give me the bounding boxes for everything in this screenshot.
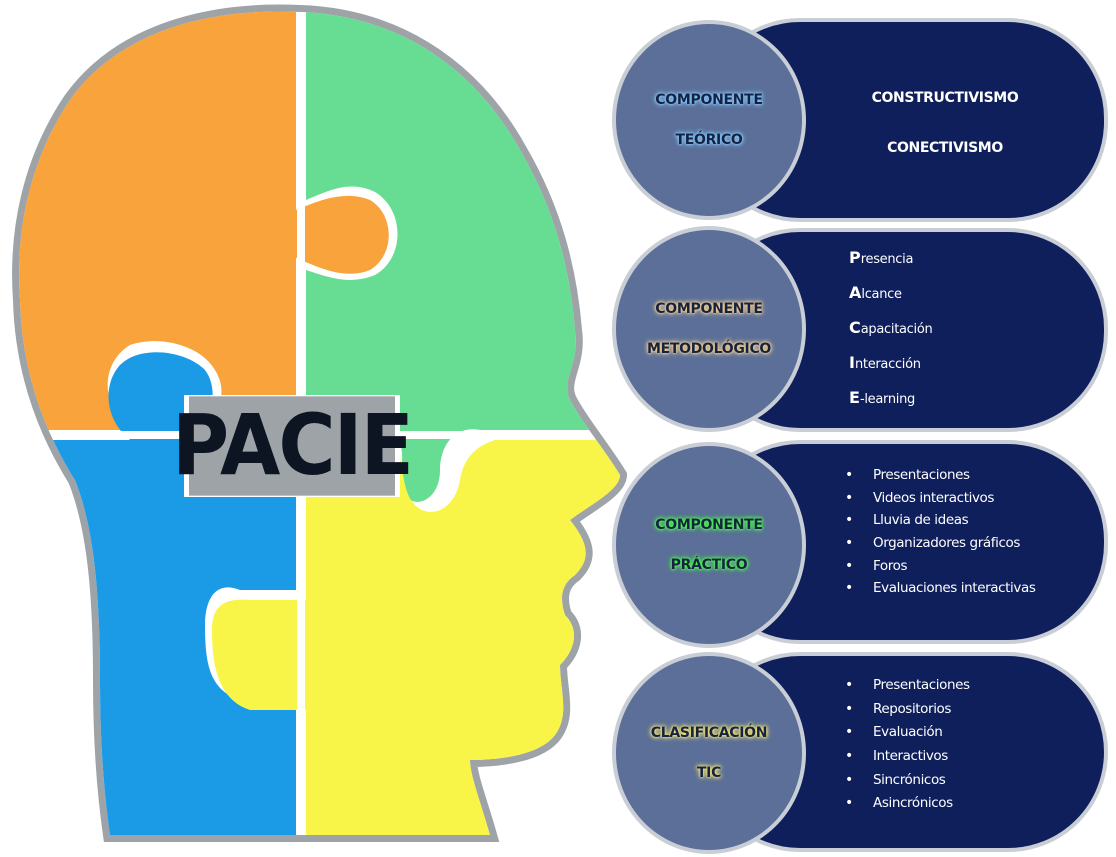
list-item: •Repositorios	[845, 700, 952, 717]
bullet-icon: •	[845, 535, 853, 552]
clasificacion-title-line1: CLASIFICACIÓN	[650, 725, 768, 741]
bullet-icon: •	[845, 467, 853, 484]
bullet-icon: •	[845, 795, 853, 812]
bullet-icon: •	[845, 747, 853, 764]
bullet-icon: •	[845, 771, 853, 788]
teorico-item: CONSTRUCTIVISMO	[871, 90, 1019, 106]
clasificacion-title-line2: TIC	[696, 765, 722, 781]
list-item: •Videos interactivos	[845, 489, 995, 506]
practico-circle: COMPONENTE PRÁCTICO	[612, 442, 806, 648]
practico-items: •Presentaciones •Videos interactivos •Ll…	[845, 464, 1036, 600]
list-item: •Organizadores gráficos	[845, 535, 1020, 552]
puzzle-piece-orange	[19, 11, 389, 430]
teorico-title-line2: TEÓRICO	[675, 132, 743, 148]
bullet-icon: •	[845, 557, 853, 574]
practico-title-line2: PRÁCTICO	[670, 557, 748, 573]
practico-title-line1: COMPONENTE	[655, 517, 763, 533]
bullet-icon: •	[845, 700, 853, 717]
head-puzzle-illustration	[12, 4, 628, 842]
pacie-label: PACIE	[172, 396, 414, 496]
list-item: •Lluvia de ideas	[845, 512, 969, 529]
list-item: •Presentaciones	[845, 467, 970, 484]
teorico-item: CONECTIVISMO	[887, 140, 1003, 156]
metodologico-title-line2: METODOLÓGICO	[646, 341, 772, 357]
acronym-item-elearning: E-learning	[849, 388, 915, 407]
bullet-icon: •	[845, 489, 853, 506]
list-item: •Sincrónicos	[845, 771, 946, 788]
teorico-title-line1: COMPONENTE	[655, 92, 763, 108]
bullet-icon: •	[845, 512, 853, 529]
list-item: •Presentaciones	[845, 676, 970, 693]
list-item: •Evaluación	[845, 724, 943, 741]
bullet-icon: •	[845, 724, 853, 741]
teorico-items: CONSTRUCTIVISMO CONECTIVISMO	[840, 90, 1050, 156]
bullet-icon: •	[845, 580, 853, 597]
bullet-icon: •	[845, 676, 853, 693]
pacie-label-box: PACIE	[172, 395, 414, 497]
list-item: •Foros	[845, 557, 908, 574]
teorico-circle: COMPONENTE TEÓRICO	[612, 20, 806, 220]
list-item: •Asincrónicos	[845, 795, 953, 812]
metodologico-circle: COMPONENTE METODOLÓGICO	[612, 226, 806, 432]
metodologico-title-line1: COMPONENTE	[655, 301, 763, 317]
clasificacion-circle: CLASIFICACIÓN TIC	[612, 652, 806, 854]
list-item: •Interactivos	[845, 747, 948, 764]
list-item: •Evaluaciones interactivas	[845, 580, 1036, 597]
clasificacion-items: •Presentaciones •Repositorios •Evaluació…	[845, 673, 970, 815]
